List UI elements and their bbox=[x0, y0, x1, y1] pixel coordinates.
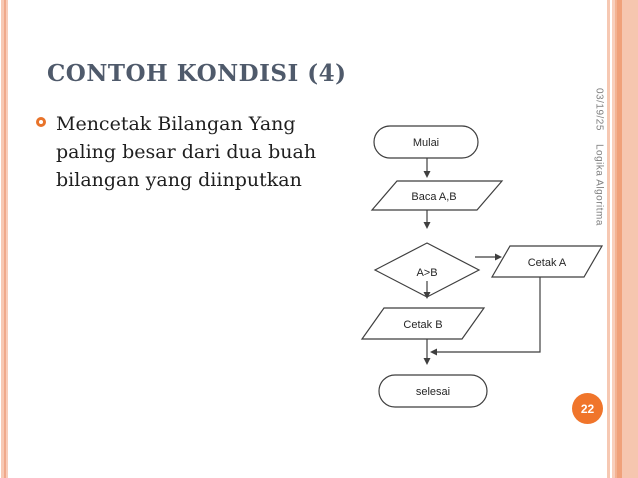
bullet-icon bbox=[36, 117, 46, 127]
bullet-item: Mencetak Bilangan Yang paling besar dari… bbox=[36, 110, 336, 194]
arrowhead-merge-left bbox=[430, 348, 437, 356]
flowchart-node-input bbox=[370, 180, 504, 211]
flowchart-node-end bbox=[378, 374, 488, 408]
slide-date: 03/19/25 bbox=[593, 88, 605, 131]
flowchart-label-input: Baca A,B bbox=[411, 191, 456, 203]
flowchart-node-start bbox=[373, 125, 479, 159]
connector-printa-merge bbox=[437, 277, 541, 353]
flowchart-label-print-a: Cetak A bbox=[528, 257, 567, 269]
slide-title: CONTOH KONDISI (4) bbox=[47, 60, 347, 87]
flowchart-label-end: selesai bbox=[416, 386, 450, 398]
right-stripe-decoration bbox=[607, 0, 638, 478]
flowchart-label-decision: A>B bbox=[416, 267, 437, 279]
arrowhead-start-input bbox=[423, 171, 431, 178]
left-stripe-decoration bbox=[0, 0, 9, 478]
flowchart-node-print-b bbox=[360, 307, 486, 340]
bullet-text: Mencetak Bilangan Yang paling besar dari… bbox=[56, 113, 317, 191]
side-meta: 03/19/25 Logika Algoritma bbox=[591, 88, 607, 226]
arrowhead-input-decision bbox=[423, 222, 431, 229]
flowchart-label-start: Mulai bbox=[413, 137, 439, 149]
page-number-badge: 22 bbox=[572, 393, 603, 424]
arrowhead-decision-printa bbox=[495, 253, 502, 261]
flowchart-label-print-b: Cetak B bbox=[403, 319, 442, 331]
arrowhead-printb-end bbox=[423, 358, 431, 365]
page-number: 22 bbox=[580, 401, 595, 416]
course-name: Logika Algoritma bbox=[593, 143, 605, 226]
flowchart-node-print-a bbox=[490, 245, 604, 278]
arrowhead-decision-printb bbox=[423, 292, 431, 299]
